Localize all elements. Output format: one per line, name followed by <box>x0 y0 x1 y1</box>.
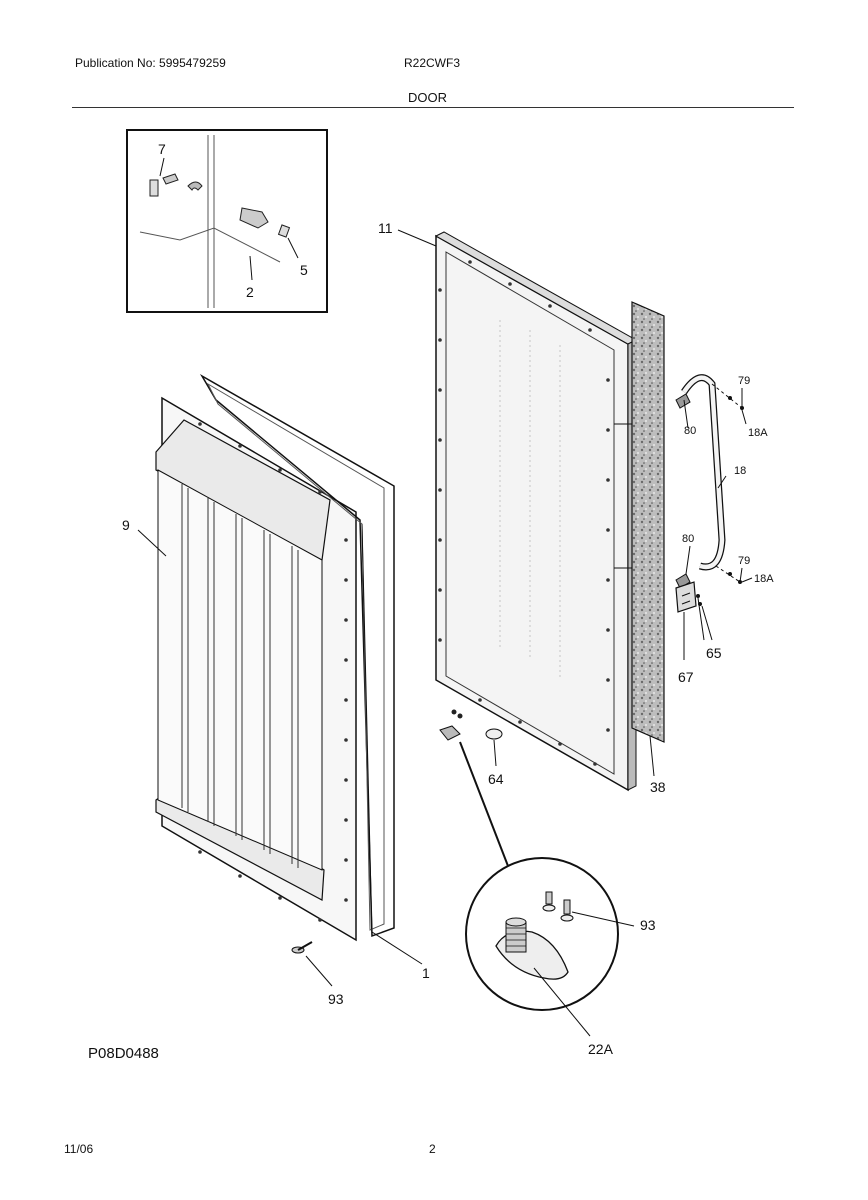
publication-number: Publication No: 5995479259 <box>75 56 226 70</box>
door-handle <box>675 374 726 589</box>
hinge-detail-inset: 7 5 2 <box>126 129 328 313</box>
bottom-hinge-screws <box>439 709 463 741</box>
callout-18a-top: 18A <box>748 427 768 439</box>
callout-9: 9 <box>122 517 130 533</box>
diagram-code: P08D0488 <box>88 1045 159 1062</box>
callout-67: 67 <box>678 669 694 685</box>
callout-18: 18 <box>734 465 746 477</box>
door-gasket <box>199 373 395 938</box>
callout-64: 64 <box>488 771 504 787</box>
callout-65: 65 <box>706 645 722 661</box>
callout-5: 5 <box>300 262 308 278</box>
handle-screw-bottom <box>715 565 742 584</box>
door-stop-icon <box>239 207 291 238</box>
bottom-plug <box>485 728 503 740</box>
footer-date: 11/06 <box>64 1142 94 1156</box>
foam-insulation-strip <box>631 301 665 743</box>
handle-screw-top <box>711 383 744 410</box>
callout-1: 1 <box>422 965 430 981</box>
callout-18a-bottom: 18A <box>754 573 774 585</box>
callout-79-top: 79 <box>738 375 750 387</box>
hinge-bracket <box>675 581 702 613</box>
header-divider <box>72 107 794 108</box>
model-number: R22CWF3 <box>404 56 461 70</box>
callout-80-bottom: 80 <box>682 533 694 545</box>
callout-93-right: 93 <box>640 917 656 933</box>
callout-7: 7 <box>158 141 166 157</box>
outer-door-panel <box>434 231 638 792</box>
inner-door-liner <box>155 396 357 942</box>
callout-38: 38 <box>650 779 666 795</box>
hinge-pin-icon <box>149 173 203 197</box>
liner-screw <box>291 941 313 954</box>
leader-lines <box>137 229 753 1037</box>
callout-79-bottom: 79 <box>738 555 750 567</box>
callout-80-top: 80 <box>684 425 696 437</box>
section-title: DOOR <box>408 90 447 105</box>
callout-2: 2 <box>246 284 254 300</box>
callout-11: 11 <box>378 220 393 236</box>
callout-93-left: 93 <box>328 991 344 1007</box>
bushing-detail-circle <box>459 741 619 1011</box>
page-number: 2 <box>429 1142 436 1156</box>
callout-22a: 22A <box>588 1041 614 1057</box>
